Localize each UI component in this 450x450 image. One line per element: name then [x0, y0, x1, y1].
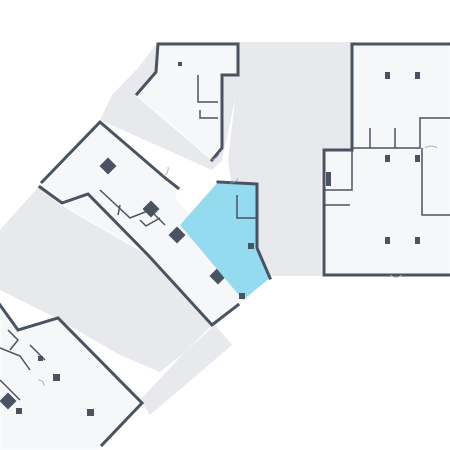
highlighted-shop-wall — [216, 180, 272, 280]
door-marker — [229, 177, 239, 184]
pillar — [16, 408, 22, 414]
pillar — [87, 409, 94, 416]
pillar — [415, 237, 420, 244]
pillar — [326, 172, 331, 186]
door-marker — [162, 166, 169, 177]
pillar — [142, 200, 160, 218]
shop-central-wall-top — [39, 119, 181, 191]
pillar — [415, 155, 420, 162]
pillar — [385, 237, 390, 244]
pillar — [248, 243, 254, 249]
door-marker — [424, 145, 438, 149]
door-marker — [211, 151, 221, 161]
pillar — [178, 62, 182, 66]
shop-upper-angled-wall — [158, 42, 240, 163]
door-marker — [37, 379, 45, 387]
highlighted-shop[interactable] — [180, 182, 270, 300]
main-corridor-vertical — [228, 42, 352, 276]
shop-upper-angled-wall-left — [134, 42, 160, 97]
pillar — [38, 356, 43, 361]
pillar — [415, 72, 420, 79]
pillar — [239, 293, 245, 299]
lower-corridor — [140, 325, 232, 415]
pillar — [385, 72, 390, 79]
main-corridor-diagonal — [0, 185, 215, 372]
pillar — [53, 374, 60, 381]
pillar — [99, 157, 117, 175]
shop-central-wall-bottom — [37, 184, 241, 328]
shop-lower-left-wall — [0, 302, 145, 448]
door-marker — [389, 274, 403, 278]
pillar — [385, 155, 390, 162]
shop-right-wall-left — [322, 42, 450, 277]
pillar — [168, 226, 186, 244]
